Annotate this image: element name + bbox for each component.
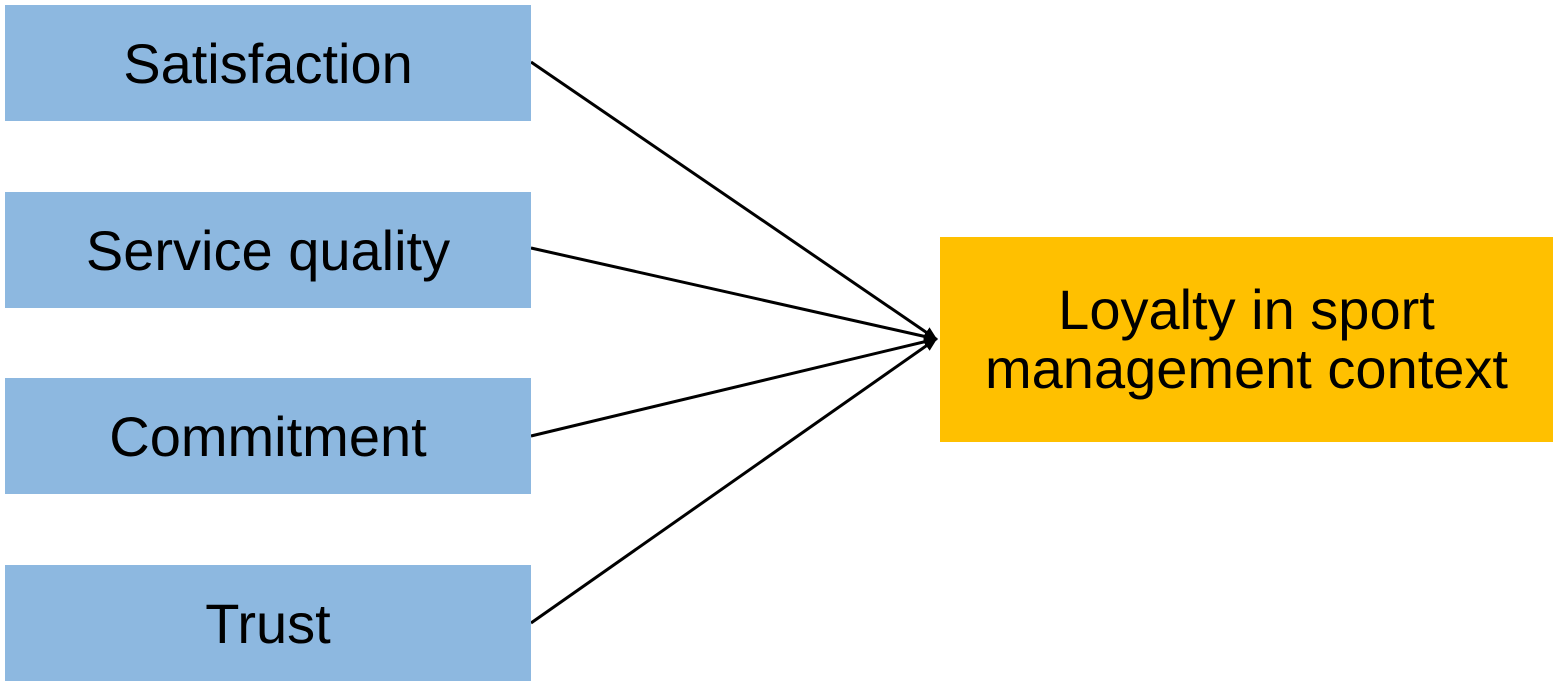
factor-box-commitment: Commitment	[5, 378, 531, 494]
arrow-service-quality-to-loyalty	[530, 246, 938, 343]
outcome-box-loyalty: Loyalty in sport management context	[940, 237, 1553, 442]
factor-label: Commitment	[109, 404, 427, 468]
factor-box-service-quality: Service quality	[5, 192, 531, 308]
factor-label: Trust	[205, 591, 331, 655]
factor-box-trust: Trust	[5, 565, 531, 681]
outcome-label-line: Loyalty in sport	[1058, 277, 1435, 341]
factor-label: Service quality	[85, 218, 451, 282]
arrow-commitment-to-loyalty	[530, 335, 938, 438]
arrow-satisfaction-to-loyalty	[530, 60, 938, 341]
factor-box-satisfaction: Satisfaction	[5, 5, 531, 121]
outcome-label-line: management context	[985, 336, 1508, 400]
factor-label: Satisfaction	[123, 31, 413, 95]
arrow-trust-to-loyalty	[530, 337, 938, 625]
